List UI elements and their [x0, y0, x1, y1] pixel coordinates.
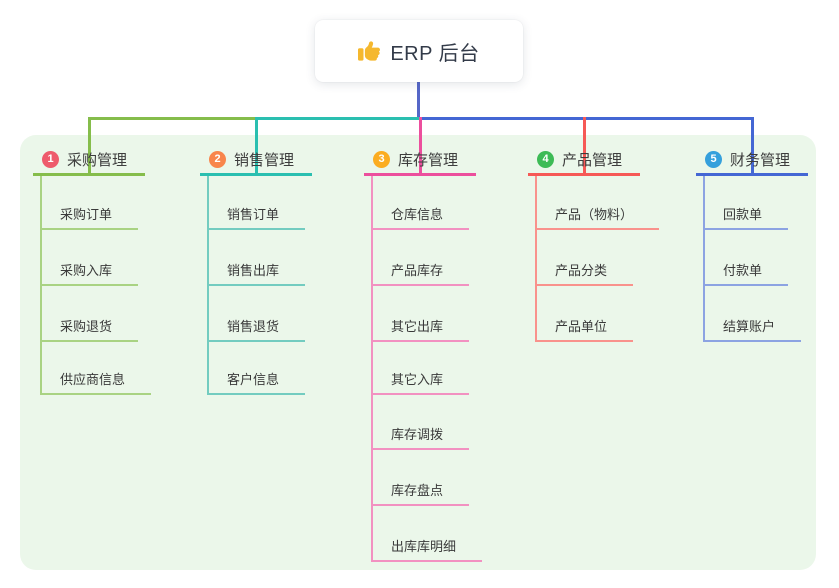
child-label: 其它入库	[391, 372, 444, 387]
branch-drop-1	[87, 117, 91, 176]
branch-drop-3	[418, 117, 422, 176]
branch-label: 库存管理	[398, 152, 459, 169]
branch-spine-3	[371, 176, 373, 562]
child-label: 采购订单	[60, 207, 113, 222]
child-node[interactable]: 库存调拨	[371, 422, 470, 450]
child-node[interactable]: 出库库明细	[371, 534, 483, 562]
child-node[interactable]: 采购退货	[40, 314, 139, 342]
child-label: 库存盘点	[391, 483, 444, 498]
child-node[interactable]: 其它出库	[371, 314, 470, 342]
branch-label: 财务管理	[730, 152, 791, 169]
child-label: 销售订单	[227, 207, 280, 222]
child-label: 销售出库	[227, 263, 280, 278]
child-label: 产品分类	[555, 263, 608, 278]
child-label: 客户信息	[227, 372, 280, 387]
child-label: 仓库信息	[391, 207, 444, 222]
thumbs-up-icon	[358, 40, 381, 62]
child-node[interactable]: 销售出库	[207, 258, 306, 286]
child-node[interactable]: 库存盘点	[371, 478, 470, 506]
child-label: 供应商信息	[60, 372, 126, 387]
child-label: 结算账户	[723, 319, 776, 334]
child-label: 其它出库	[391, 319, 444, 334]
branch-node-1[interactable]: 1 采购管理	[33, 146, 145, 176]
bus-segment-green	[89, 117, 256, 120]
child-label: 销售退货	[227, 319, 280, 334]
branches-panel	[20, 135, 816, 570]
root-label: ERP 后台	[390, 42, 480, 65]
child-label: 产品库存	[391, 263, 444, 278]
branch-node-3[interactable]: 3 库存管理	[364, 146, 476, 176]
bus-segment-blue	[420, 117, 754, 120]
child-node[interactable]: 销售退货	[207, 314, 306, 342]
child-node[interactable]: 产品分类	[535, 258, 634, 286]
branch-badge: 5	[705, 151, 722, 168]
branch-badge: 4	[537, 151, 554, 168]
child-node[interactable]: 其它入库	[371, 367, 470, 395]
child-node[interactable]: 结算账户	[703, 314, 802, 342]
child-label: 采购退货	[60, 319, 113, 334]
root-connector-line	[417, 82, 420, 120]
branch-spine-4	[535, 176, 537, 342]
branch-label: 采购管理	[67, 152, 128, 169]
branch-node-4[interactable]: 4 产品管理	[528, 146, 640, 176]
branch-label: 产品管理	[562, 152, 623, 169]
bus-segment-teal	[256, 117, 420, 120]
child-label: 库存调拨	[391, 427, 444, 442]
branch-badge: 2	[209, 151, 226, 168]
child-node[interactable]: 产品单位	[535, 314, 634, 342]
child-node[interactable]: 采购订单	[40, 202, 139, 230]
child-node[interactable]: 客户信息	[207, 367, 306, 395]
branch-label: 销售管理	[234, 152, 295, 169]
branch-badge: 3	[373, 151, 390, 168]
branch-drop-4	[582, 117, 586, 176]
child-node[interactable]: 回款单	[703, 202, 789, 230]
root-node[interactable]: ERP 后台	[315, 20, 523, 82]
branch-node-5[interactable]: 5 财务管理	[696, 146, 808, 176]
child-node[interactable]: 销售订单	[207, 202, 306, 230]
branch-node-2[interactable]: 2 销售管理	[200, 146, 312, 176]
child-node[interactable]: 仓库信息	[371, 202, 470, 230]
child-label: 付款单	[723, 263, 763, 278]
child-node[interactable]: 采购入库	[40, 258, 139, 286]
child-label: 出库库明细	[391, 539, 457, 554]
child-node[interactable]: 产品库存	[371, 258, 470, 286]
branch-drop-2	[254, 117, 258, 176]
child-node[interactable]: 付款单	[703, 258, 789, 286]
branch-badge: 1	[42, 151, 59, 168]
child-label: 回款单	[723, 207, 763, 222]
child-node[interactable]: 产品（物料）	[535, 202, 660, 230]
child-label: 采购入库	[60, 263, 113, 278]
child-node[interactable]: 供应商信息	[40, 367, 152, 395]
branch-spine-5	[703, 176, 705, 342]
branch-drop-5	[750, 117, 754, 176]
child-label: 产品单位	[555, 319, 608, 334]
child-label: 产品（物料）	[555, 207, 634, 222]
